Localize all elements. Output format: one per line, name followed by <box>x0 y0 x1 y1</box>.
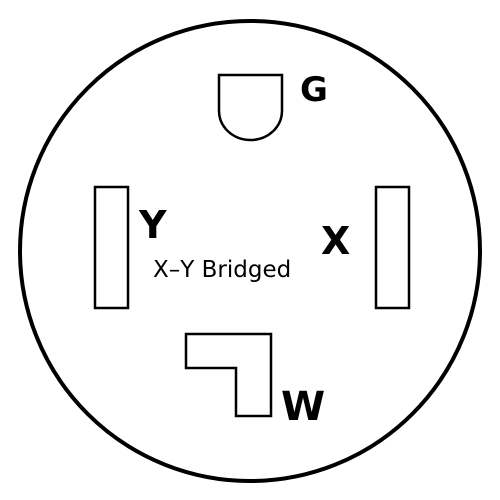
y-slot <box>93 185 130 310</box>
x-terminal-label: X <box>321 219 351 263</box>
y-terminal-label: Y <box>139 203 167 247</box>
receptacle-outline <box>18 19 482 483</box>
neutral-label: W <box>281 384 326 430</box>
ground-label: G <box>300 70 328 110</box>
neutral-slot <box>184 332 273 418</box>
x-slot <box>374 185 411 310</box>
bridge-note: X–Y Bridged <box>153 257 292 283</box>
ground-slot <box>217 73 284 142</box>
